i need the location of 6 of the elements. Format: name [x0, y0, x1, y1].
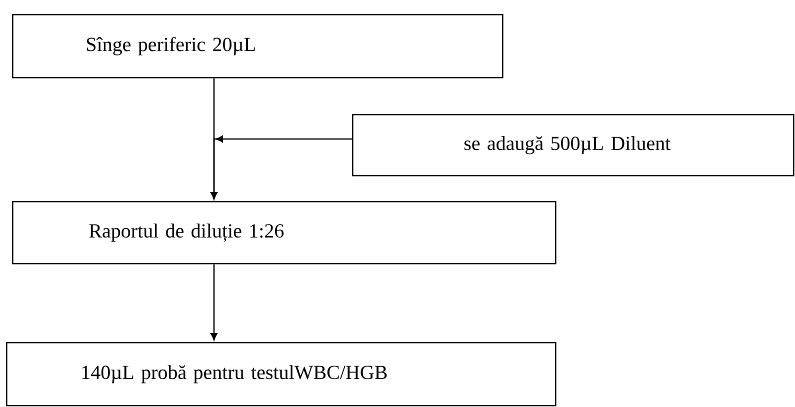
- process-box: se adaugă 500µL Diluent: [352, 114, 794, 176]
- process-box: 140µL probă pentru testulWBC/HGB: [6, 342, 556, 406]
- process-box: Raportul de diluție 1:26: [12, 201, 556, 264]
- arrow: [210, 136, 352, 200]
- arrow: [210, 264, 218, 340]
- process-box: Sînge periferic 20µL: [12, 14, 504, 78]
